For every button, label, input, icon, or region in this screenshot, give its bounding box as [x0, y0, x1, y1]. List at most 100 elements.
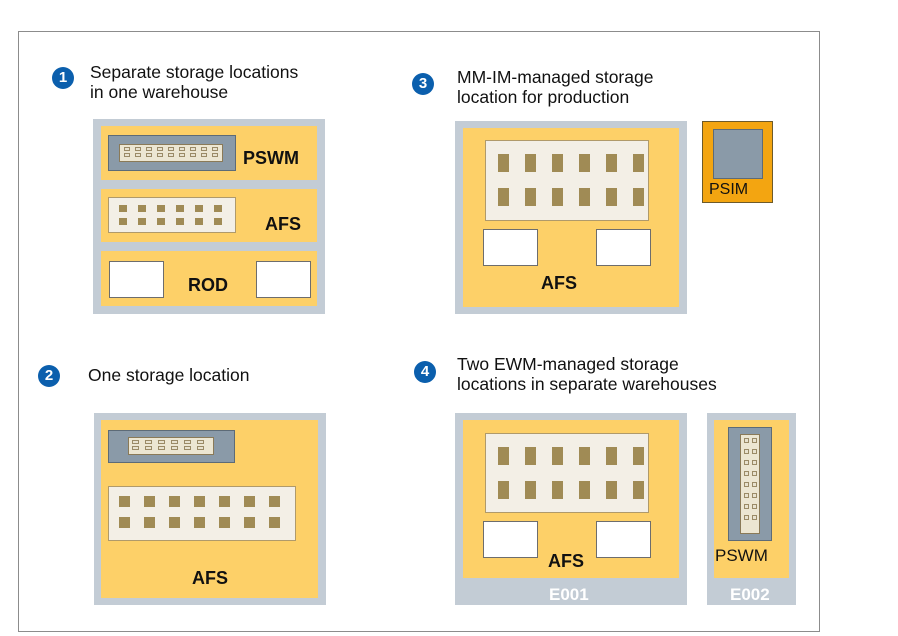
shelf-bin [135, 147, 141, 151]
storage-bin [138, 205, 146, 212]
shelf-bin [190, 147, 196, 151]
shelf-bin [158, 440, 165, 444]
afs-rack-1 [108, 197, 236, 233]
shelf-bin [212, 153, 218, 157]
storage-bin [144, 496, 155, 507]
storage-bin [195, 218, 203, 225]
shelf-bin [752, 449, 757, 454]
scenario-3-heading-line2: location for production [457, 87, 630, 107]
storage-bin [219, 517, 230, 528]
storage-bin [633, 481, 644, 499]
storage-bin [606, 154, 617, 172]
storage-bin [606, 188, 617, 206]
shelf-bin [179, 147, 185, 151]
storage-bin [498, 447, 509, 465]
psim-shelf [713, 129, 763, 179]
storage-bin [633, 188, 644, 206]
shelf-bin [179, 153, 185, 157]
scenario-3-rack [485, 140, 649, 221]
scenario-2-rack [108, 486, 296, 541]
scenario-3-badge: 3 [412, 73, 434, 95]
rod-bin-right [256, 261, 311, 298]
storage-bin [119, 496, 130, 507]
storage-bin [169, 496, 180, 507]
storage-bin [157, 205, 165, 212]
storage-bin [194, 496, 205, 507]
storage-bin [138, 218, 146, 225]
storage-bin [498, 481, 509, 499]
shelf-bin [171, 440, 178, 444]
storage-bin [119, 218, 127, 225]
storage-bin [195, 205, 203, 212]
shelf-bin [744, 460, 749, 465]
e001-afs-label: AFS [548, 551, 584, 571]
scenario-2-shelf-bins [128, 437, 214, 455]
e002-label: E002 [730, 585, 770, 604]
shelf-bin [744, 471, 749, 476]
scenario-2-heading: One storage location [88, 365, 250, 385]
e002-pswm-label: PSWM [715, 546, 768, 565]
storage-bin [552, 481, 563, 499]
storage-bin [169, 517, 180, 528]
storage-bin [244, 496, 255, 507]
shelf-bin [171, 446, 178, 450]
shelf-bin [146, 147, 152, 151]
storage-bin [119, 517, 130, 528]
pswm-shelf [108, 135, 236, 171]
shelf-bin [752, 438, 757, 443]
shelf-bin [124, 153, 130, 157]
shelf-bin [201, 147, 207, 151]
scenario-3-afs-label: AFS [541, 273, 577, 293]
shelf-bin [752, 515, 757, 520]
shelf-bin [197, 446, 204, 450]
shelf-bin [168, 147, 174, 151]
storage-bin [194, 517, 205, 528]
shelf-bin [157, 147, 163, 151]
storage-bin [157, 218, 165, 225]
storage-bin [498, 188, 509, 206]
shelf-bin [744, 493, 749, 498]
shelf-bin [184, 440, 191, 444]
scenario-3-heading: MM-IM-managed storage location for produ… [457, 67, 653, 107]
scenario-3-bin-left [483, 229, 538, 266]
storage-bin [525, 188, 536, 206]
scenario-1-heading-line1: Separate storage locations [90, 62, 299, 82]
pswm-bin-row [119, 144, 223, 162]
storage-bin [552, 188, 563, 206]
e001-bin-right [596, 521, 651, 558]
shelf-bin [744, 449, 749, 454]
shelf-bin [124, 147, 130, 151]
storage-bin [579, 481, 590, 499]
scenario-4-heading-line2: locations in separate warehouses [457, 374, 717, 394]
shelf-bin [752, 504, 757, 509]
storage-bin [214, 205, 222, 212]
shelf-bin [212, 147, 218, 151]
scenario-1-heading-line2: in one warehouse [90, 82, 229, 102]
shelf-bin [132, 446, 139, 450]
shelf-bin [146, 153, 152, 157]
shelf-bin [190, 153, 196, 157]
shelf-bin [135, 153, 141, 157]
scenario-1-heading: Separate storage locations in one wareho… [90, 62, 298, 102]
shelf-bin [168, 153, 174, 157]
storage-bin [552, 447, 563, 465]
storage-bin [633, 154, 644, 172]
storage-bin [176, 205, 184, 212]
shelf-bin [158, 446, 165, 450]
storage-bin [119, 205, 127, 212]
shelf-bin [752, 460, 757, 465]
shelf-bin [197, 440, 204, 444]
storage-bin [144, 517, 155, 528]
storage-bin [579, 447, 590, 465]
psim-label: PSIM [709, 181, 749, 198]
scenario-4-heading-line1: Two EWM-managed storage [457, 354, 679, 374]
storage-bin [525, 481, 536, 499]
storage-bin [176, 218, 184, 225]
scenario-2-badge: 2 [38, 365, 60, 387]
storage-bin [633, 447, 644, 465]
shelf-bin [201, 153, 207, 157]
afs-label-1: AFS [265, 214, 301, 234]
shelf-bin [145, 440, 152, 444]
shelf-bin [752, 493, 757, 498]
storage-bin [269, 496, 280, 507]
